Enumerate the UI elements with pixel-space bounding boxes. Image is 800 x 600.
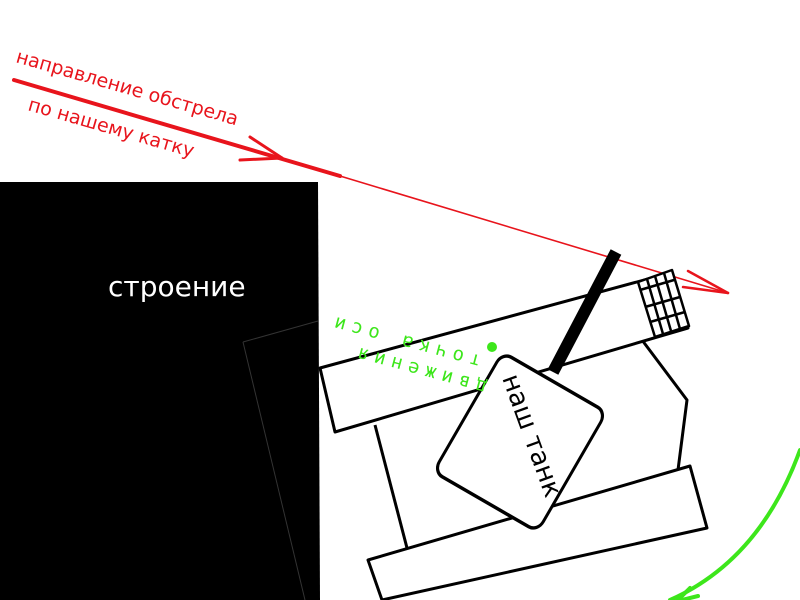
building-edge (242, 320, 319, 343)
hull-right (640, 339, 689, 471)
building (0, 182, 320, 600)
engine-grille (636, 268, 691, 339)
hull-left (373, 424, 409, 549)
building-label: строение (108, 270, 246, 303)
axis-point-dot (487, 342, 497, 352)
upper-track (318, 271, 690, 434)
gun-barrel (547, 249, 622, 375)
turret (435, 354, 605, 530)
tank (318, 249, 709, 600)
building-edge (242, 341, 306, 600)
track-rail (366, 464, 709, 600)
